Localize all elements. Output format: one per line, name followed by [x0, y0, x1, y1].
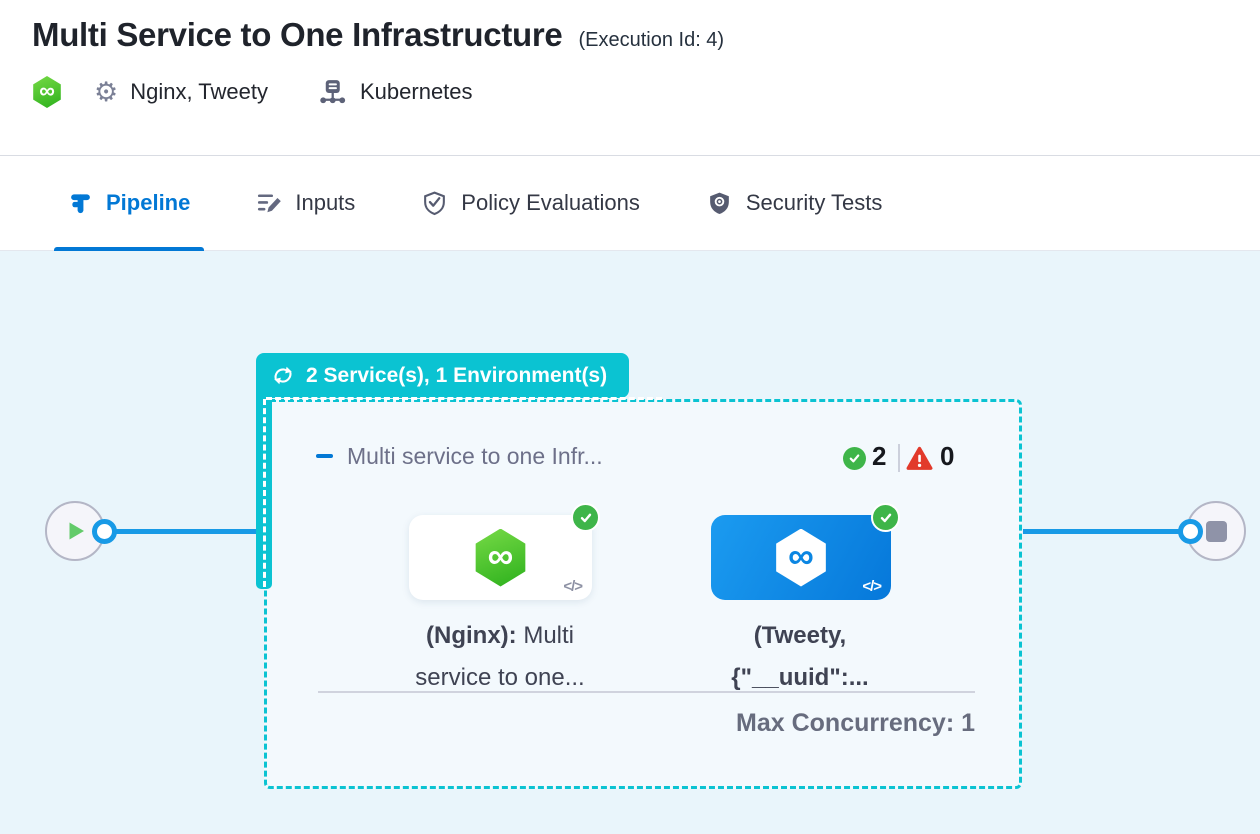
- tab-inputs-label: Inputs: [295, 190, 356, 215]
- count-divider: [898, 444, 900, 472]
- tab-bar: Pipeline Inputs Policy Evaluations: [0, 156, 1260, 251]
- code-icon: </>: [862, 578, 882, 595]
- tab-pipeline[interactable]: Pipeline: [54, 156, 205, 251]
- loop-icon: [274, 366, 292, 385]
- failed-count: 0: [940, 441, 955, 471]
- stop-icon: [1205, 520, 1227, 542]
- tab-pipeline-label: Pipeline: [106, 190, 191, 215]
- tab-security-tests[interactable]: Security Tests: [692, 156, 897, 251]
- execution-id: (Execution Id: 4): [578, 29, 725, 51]
- success-badge: [871, 503, 900, 532]
- header-meta-row: ∞ ⚙ Nginx, Tweety Kubernetes: [32, 75, 1260, 109]
- tab-inputs[interactable]: Inputs: [242, 156, 369, 251]
- pipeline-canvas: 2 Service(s), 1 Environment(s) Multi ser…: [0, 251, 1260, 834]
- success-count-icon: [843, 447, 866, 470]
- edge-start-to-stage: [110, 529, 258, 534]
- tab-policy-evaluations[interactable]: Policy Evaluations: [407, 156, 654, 251]
- harness-service-icon: ∞: [776, 528, 826, 587]
- service-label-tweety: (Tweety, {"__uuid":...: [731, 622, 869, 691]
- service-card-nginx[interactable]: ∞ </>: [409, 515, 592, 600]
- edge-stage-to-end: [1023, 529, 1190, 534]
- infrastructure-icon: [320, 79, 346, 103]
- code-icon: </>: [563, 578, 583, 595]
- page-title: Multi Service to One Infrastructure: [32, 16, 563, 53]
- services-label: Nginx, Tweety: [130, 79, 268, 104]
- start-node-port: [92, 519, 117, 544]
- gear-icon: ⚙: [94, 76, 119, 107]
- pipeline-icon: [71, 193, 90, 213]
- end-node-port: [1178, 519, 1203, 544]
- inputs-icon: [258, 194, 282, 213]
- failed-count-icon: [906, 446, 933, 470]
- service-card-tweety[interactable]: ∞ </>: [711, 515, 891, 600]
- stage-group-dash-overlay-top: [266, 397, 662, 400]
- harness-service-icon: ∞: [33, 76, 61, 108]
- stage-group-dash-overlay-left: [263, 399, 266, 587]
- header: Multi Service to One Infrastructure (Exe…: [0, 0, 1260, 156]
- tab-security-tests-label: Security Tests: [745, 190, 883, 215]
- stage-group-badge-label: 2 Service(s), 1 Environment(s): [306, 363, 608, 387]
- security-shield-icon: [709, 192, 729, 214]
- stage-footer-divider: [318, 691, 975, 693]
- success-count: 2: [872, 441, 887, 471]
- max-concurrency-label: Max Concurrency: 1: [736, 709, 975, 737]
- stage-title: Multi service to one Infr...: [347, 443, 603, 469]
- play-icon: [69, 522, 84, 540]
- policy-shield-check-icon: [424, 190, 446, 215]
- stage-group-badge[interactable]: 2 Service(s), 1 Environment(s): [256, 353, 630, 398]
- collapse-stage-button[interactable]: [316, 454, 333, 458]
- infrastructure-label: Kubernetes: [360, 79, 473, 104]
- pipeline-start-node[interactable]: [45, 501, 105, 561]
- harness-service-icon: ∞: [475, 528, 526, 587]
- stage-group-container[interactable]: [264, 399, 1022, 789]
- tab-policy-evaluations-label: Policy Evaluations: [461, 190, 640, 215]
- title-row: Multi Service to One Infrastructure (Exe…: [32, 16, 1260, 54]
- service-label-nginx: (Nginx): Multi service to one...: [415, 622, 585, 691]
- success-badge: [571, 503, 600, 532]
